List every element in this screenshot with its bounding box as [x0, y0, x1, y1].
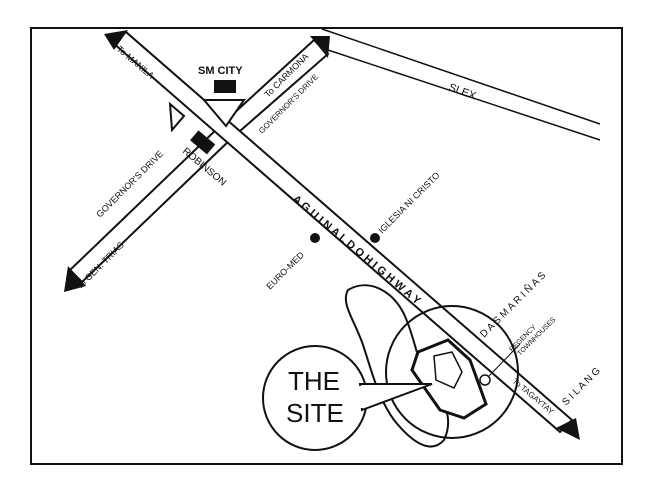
traffic-island-west [168, 101, 186, 133]
robinson-building-icon [190, 130, 216, 155]
the-site-label-line2: SITE [286, 398, 344, 428]
the-site-label-line1: THE [288, 366, 340, 396]
traffic-island-east [201, 99, 246, 128]
sm-city-label: SM CITY [198, 65, 243, 77]
site-region-outline [344, 284, 449, 448]
arrow-tagaytay-icon [556, 418, 580, 440]
regency-townhouses-marker-icon [479, 374, 491, 386]
site-area-circle [385, 305, 519, 439]
site-lot-inner [433, 351, 463, 389]
arrow-manila-icon [104, 30, 128, 50]
sm-city-building-icon [214, 80, 236, 93]
euro-med-marker-icon [310, 233, 320, 243]
site-lot-outline [410, 338, 488, 420]
slex-road [321, 28, 601, 141]
iglesia-ni-cristo-marker-icon [370, 233, 380, 243]
aguinaldo-highway-road [104, 30, 580, 440]
arrow-carmona-icon [310, 36, 330, 58]
arrow-gen-trias-icon [64, 266, 86, 292]
regency-pointer-line [488, 343, 521, 377]
